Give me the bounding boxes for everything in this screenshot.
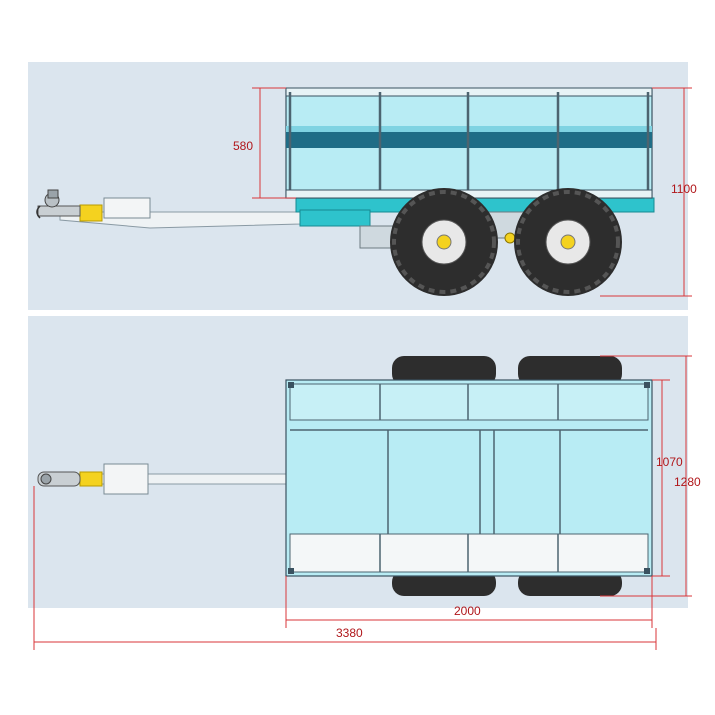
side-yellow-coupler [79,204,103,222]
top-bed-corner-posts [288,382,650,574]
side-chassis-beam [299,209,371,227]
side-hitch-head [36,189,81,219]
dim-overall-width-label: 1280 [674,475,701,489]
dim-overall-height-label: 1100 [671,182,697,196]
top-bed-cross-lines [290,384,648,572]
top-bed-bottom-section [289,533,649,573]
dim-overall-height [600,87,692,297]
top-yellow-coupler [79,471,103,487]
top-view: 1070 1280 2000 3380 [28,316,701,650]
side-view: 580 1100 [28,62,697,310]
dim-side-height-label: 580 [233,139,253,153]
dim-side-height [252,87,296,199]
top-tyre-front-left [392,356,496,386]
top-hitch-head [37,471,81,487]
side-pivot-yellow [504,232,516,244]
side-wheel-front [390,188,498,296]
side-bed-posts [288,92,650,196]
top-bed-top-section [289,383,649,421]
dim-overall-length-label: 3380 [336,626,363,640]
side-axle-bracket [359,225,395,249]
dim-inner-width [652,379,670,577]
top-coupler-box [103,463,149,495]
dim-bed-length [285,576,653,628]
dim-inner-width-label: 1070 [656,455,683,469]
side-coupler-box [103,197,151,219]
top-tyre-rear-left [518,356,622,386]
dim-overall-length [33,486,657,650]
dim-overall-width [600,355,692,597]
dim-bed-length-label: 2000 [454,604,481,618]
side-wheel-rear [514,188,622,296]
